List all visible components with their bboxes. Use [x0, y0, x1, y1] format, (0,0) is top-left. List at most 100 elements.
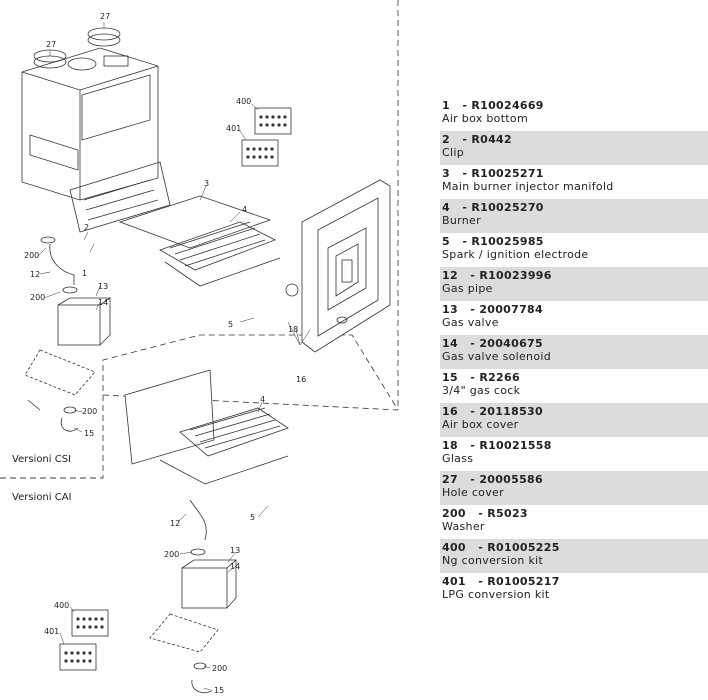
part-number: 200 [442, 507, 466, 520]
part-separator: - [457, 473, 480, 486]
version-csi-label: Versioni CSI [12, 454, 71, 465]
part-description: Washer [442, 520, 485, 533]
part-number: 15 [442, 371, 458, 384]
cai-kit-400-box [71, 609, 109, 637]
part-code: R10025985 [471, 235, 544, 248]
part-code: R01005217 [487, 575, 560, 588]
part-description: Hole cover [442, 486, 504, 499]
callout-200a: 200 [24, 251, 39, 260]
part-separator: - [449, 167, 472, 180]
part-number-code: 12 - R10023996 [442, 269, 708, 282]
cai-callout-13: 13 [230, 546, 240, 555]
part-number-code: 27 - 20005586 [442, 473, 708, 486]
callout-401: 401 [226, 124, 241, 133]
air-box-assembly [21, 27, 171, 233]
part-number-code: 2 - R0442 [442, 133, 708, 146]
part-description: Gas pipe [442, 282, 493, 295]
part-separator: - [457, 439, 480, 452]
part-code: R10025270 [471, 201, 544, 214]
cai-callout-5: 5 [250, 513, 255, 522]
part-separator: - [465, 575, 488, 588]
part-separator: - [457, 303, 480, 316]
cai-kit-401-box [59, 643, 97, 671]
part-description: Clip [442, 146, 464, 159]
part-separator: - [449, 235, 472, 248]
part-number: 401 [442, 575, 466, 588]
callout-12: 12 [30, 270, 40, 279]
callout-400: 400 [236, 97, 251, 106]
exploded-parts-diagram: 27 27 400 401 2 1 3 4 5 200 12 200 13 14… [0, 0, 399, 695]
callout-1: 1 [82, 269, 87, 278]
callout-27a: 27 [46, 40, 56, 49]
part-number-code: 3 - R10025271 [442, 167, 708, 180]
callout-200b: 200 [30, 293, 45, 302]
part-number: 16 [442, 405, 458, 418]
cai-callout-4: 4 [260, 395, 265, 404]
part-description: Spark / ignition electrode [442, 248, 589, 261]
cai-callout-401: 401 [44, 627, 59, 636]
air-box-cover [285, 179, 391, 353]
part-description: Gas valve solenoid [442, 350, 551, 363]
callout-16: 16 [296, 375, 306, 384]
part-description: Burner [442, 214, 481, 227]
callout-200c: 200 [82, 407, 97, 416]
part-number: 27 [442, 473, 458, 486]
part-code: 20118530 [479, 405, 543, 418]
callout-13: 13 [98, 282, 108, 291]
part-number-code: 13 - 20007784 [442, 303, 708, 316]
callout-18: 18 [288, 325, 298, 334]
part-description: Glass [442, 452, 474, 465]
part-separator: - [457, 405, 480, 418]
part-code: R01005225 [487, 541, 560, 554]
callout-4: 4 [242, 205, 247, 214]
part-number: 400 [442, 541, 466, 554]
part-description: Gas valve [442, 316, 499, 329]
part-separator: - [465, 541, 488, 554]
part-number-code: 5 - R10025985 [442, 235, 708, 248]
part-number-code: 200 - R5023 [442, 507, 708, 520]
part-number: 2 [442, 133, 450, 146]
cai-callout-12: 12 [170, 519, 180, 528]
callout-5: 5 [228, 320, 233, 329]
part-number: 12 [442, 269, 458, 282]
part-code: 20007784 [479, 303, 543, 316]
kit-401-box [241, 139, 279, 167]
part-number-code: 15 - R2266 [442, 371, 708, 384]
part-separator: - [449, 133, 472, 146]
callout-15: 15 [84, 429, 94, 438]
part-separator: - [449, 99, 472, 112]
part-description: Air box cover [442, 418, 519, 431]
part-separator: - [457, 337, 480, 350]
version-cai-label: Versioni CAI [12, 492, 72, 503]
cai-callout-200a: 200 [164, 550, 179, 559]
part-number: 3 [442, 167, 450, 180]
part-number-code: 14 - 20040675 [442, 337, 708, 350]
part-number-code: 16 - 20118530 [442, 405, 708, 418]
part-separator: - [449, 201, 472, 214]
part-description: LPG conversion kit [442, 588, 550, 601]
part-code: 20005586 [479, 473, 543, 486]
callout-3: 3 [204, 179, 209, 188]
kit-400-box [254, 107, 292, 135]
part-code: R2266 [479, 371, 520, 384]
burner-assembly [118, 195, 281, 287]
part-number: 18 [442, 439, 458, 452]
callout-14: 14 [98, 298, 108, 307]
part-number-code: 4 - R10025270 [442, 201, 708, 214]
part-separator: - [457, 269, 480, 282]
part-separator: - [457, 371, 480, 384]
callout-27b: 27 [100, 12, 110, 21]
part-description: Ng conversion kit [442, 554, 544, 567]
